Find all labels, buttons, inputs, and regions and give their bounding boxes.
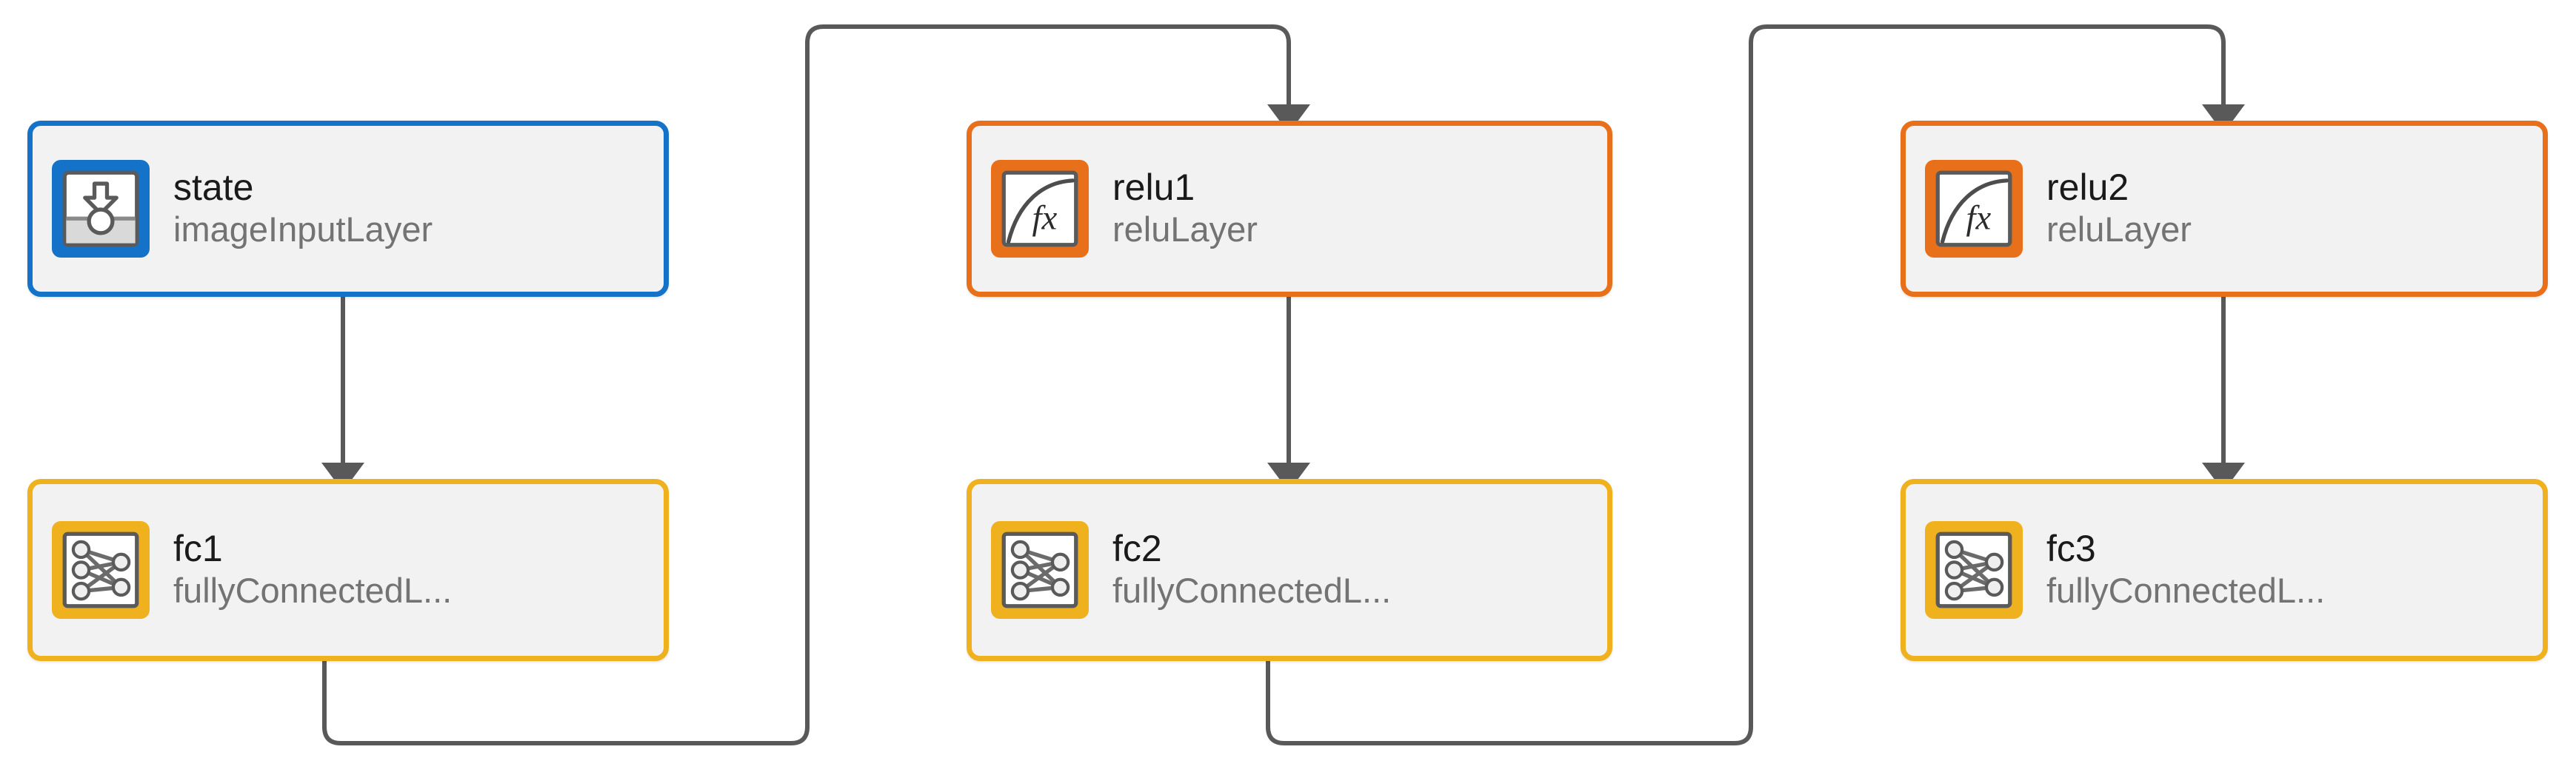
layer-labels: fc2 fullyConnectedL... (1089, 529, 1607, 611)
activation-fx-icon: fx (1925, 160, 2023, 258)
layer-labels: relu1 reluLayer (1089, 168, 1607, 249)
layer-block-relu2[interactable]: fx relu2 reluLayer (1901, 121, 2548, 297)
fully-connected-icon (991, 521, 1089, 619)
activation-fx-icon: fx (991, 160, 1089, 258)
layer-name: fc3 (2046, 529, 2096, 569)
fully-connected-icon (1925, 521, 2023, 619)
svg-text:fx: fx (1966, 199, 1992, 238)
fully-connected-icon (52, 521, 150, 619)
layer-name: relu1 (1112, 168, 1195, 208)
layer-name: state (173, 168, 254, 208)
layer-type: fullyConnectedL... (173, 571, 453, 611)
layer-type: imageInputLayer (173, 210, 433, 249)
layer-block-fc2[interactable]: fc2 fullyConnectedL... (967, 479, 1612, 661)
layer-block-fc3[interactable]: fc3 fullyConnectedL... (1901, 479, 2548, 661)
svg-text:fx: fx (1032, 199, 1058, 238)
layer-type: reluLayer (2046, 210, 2192, 249)
layer-type: reluLayer (1112, 210, 1258, 249)
layer-labels: fc1 fullyConnectedL... (150, 529, 664, 611)
layer-name: relu2 (2046, 168, 2129, 208)
layer-block-fc1[interactable]: fc1 fullyConnectedL... (27, 479, 669, 661)
layer-name: fc2 (1112, 529, 1162, 569)
layer-labels: state imageInputLayer (150, 168, 664, 249)
layer-block-relu1[interactable]: fx relu1 reluLayer (967, 121, 1612, 297)
layer-block-state[interactable]: state imageInputLayer (27, 121, 669, 297)
layer-name: fc1 (173, 529, 223, 569)
layer-type: fullyConnectedL... (1112, 571, 1392, 611)
layer-type: fullyConnectedL... (2046, 571, 2326, 611)
layer-labels: fc3 fullyConnectedL... (2023, 529, 2543, 611)
layer-labels: relu2 reluLayer (2023, 168, 2543, 249)
image-input-icon (52, 160, 150, 258)
